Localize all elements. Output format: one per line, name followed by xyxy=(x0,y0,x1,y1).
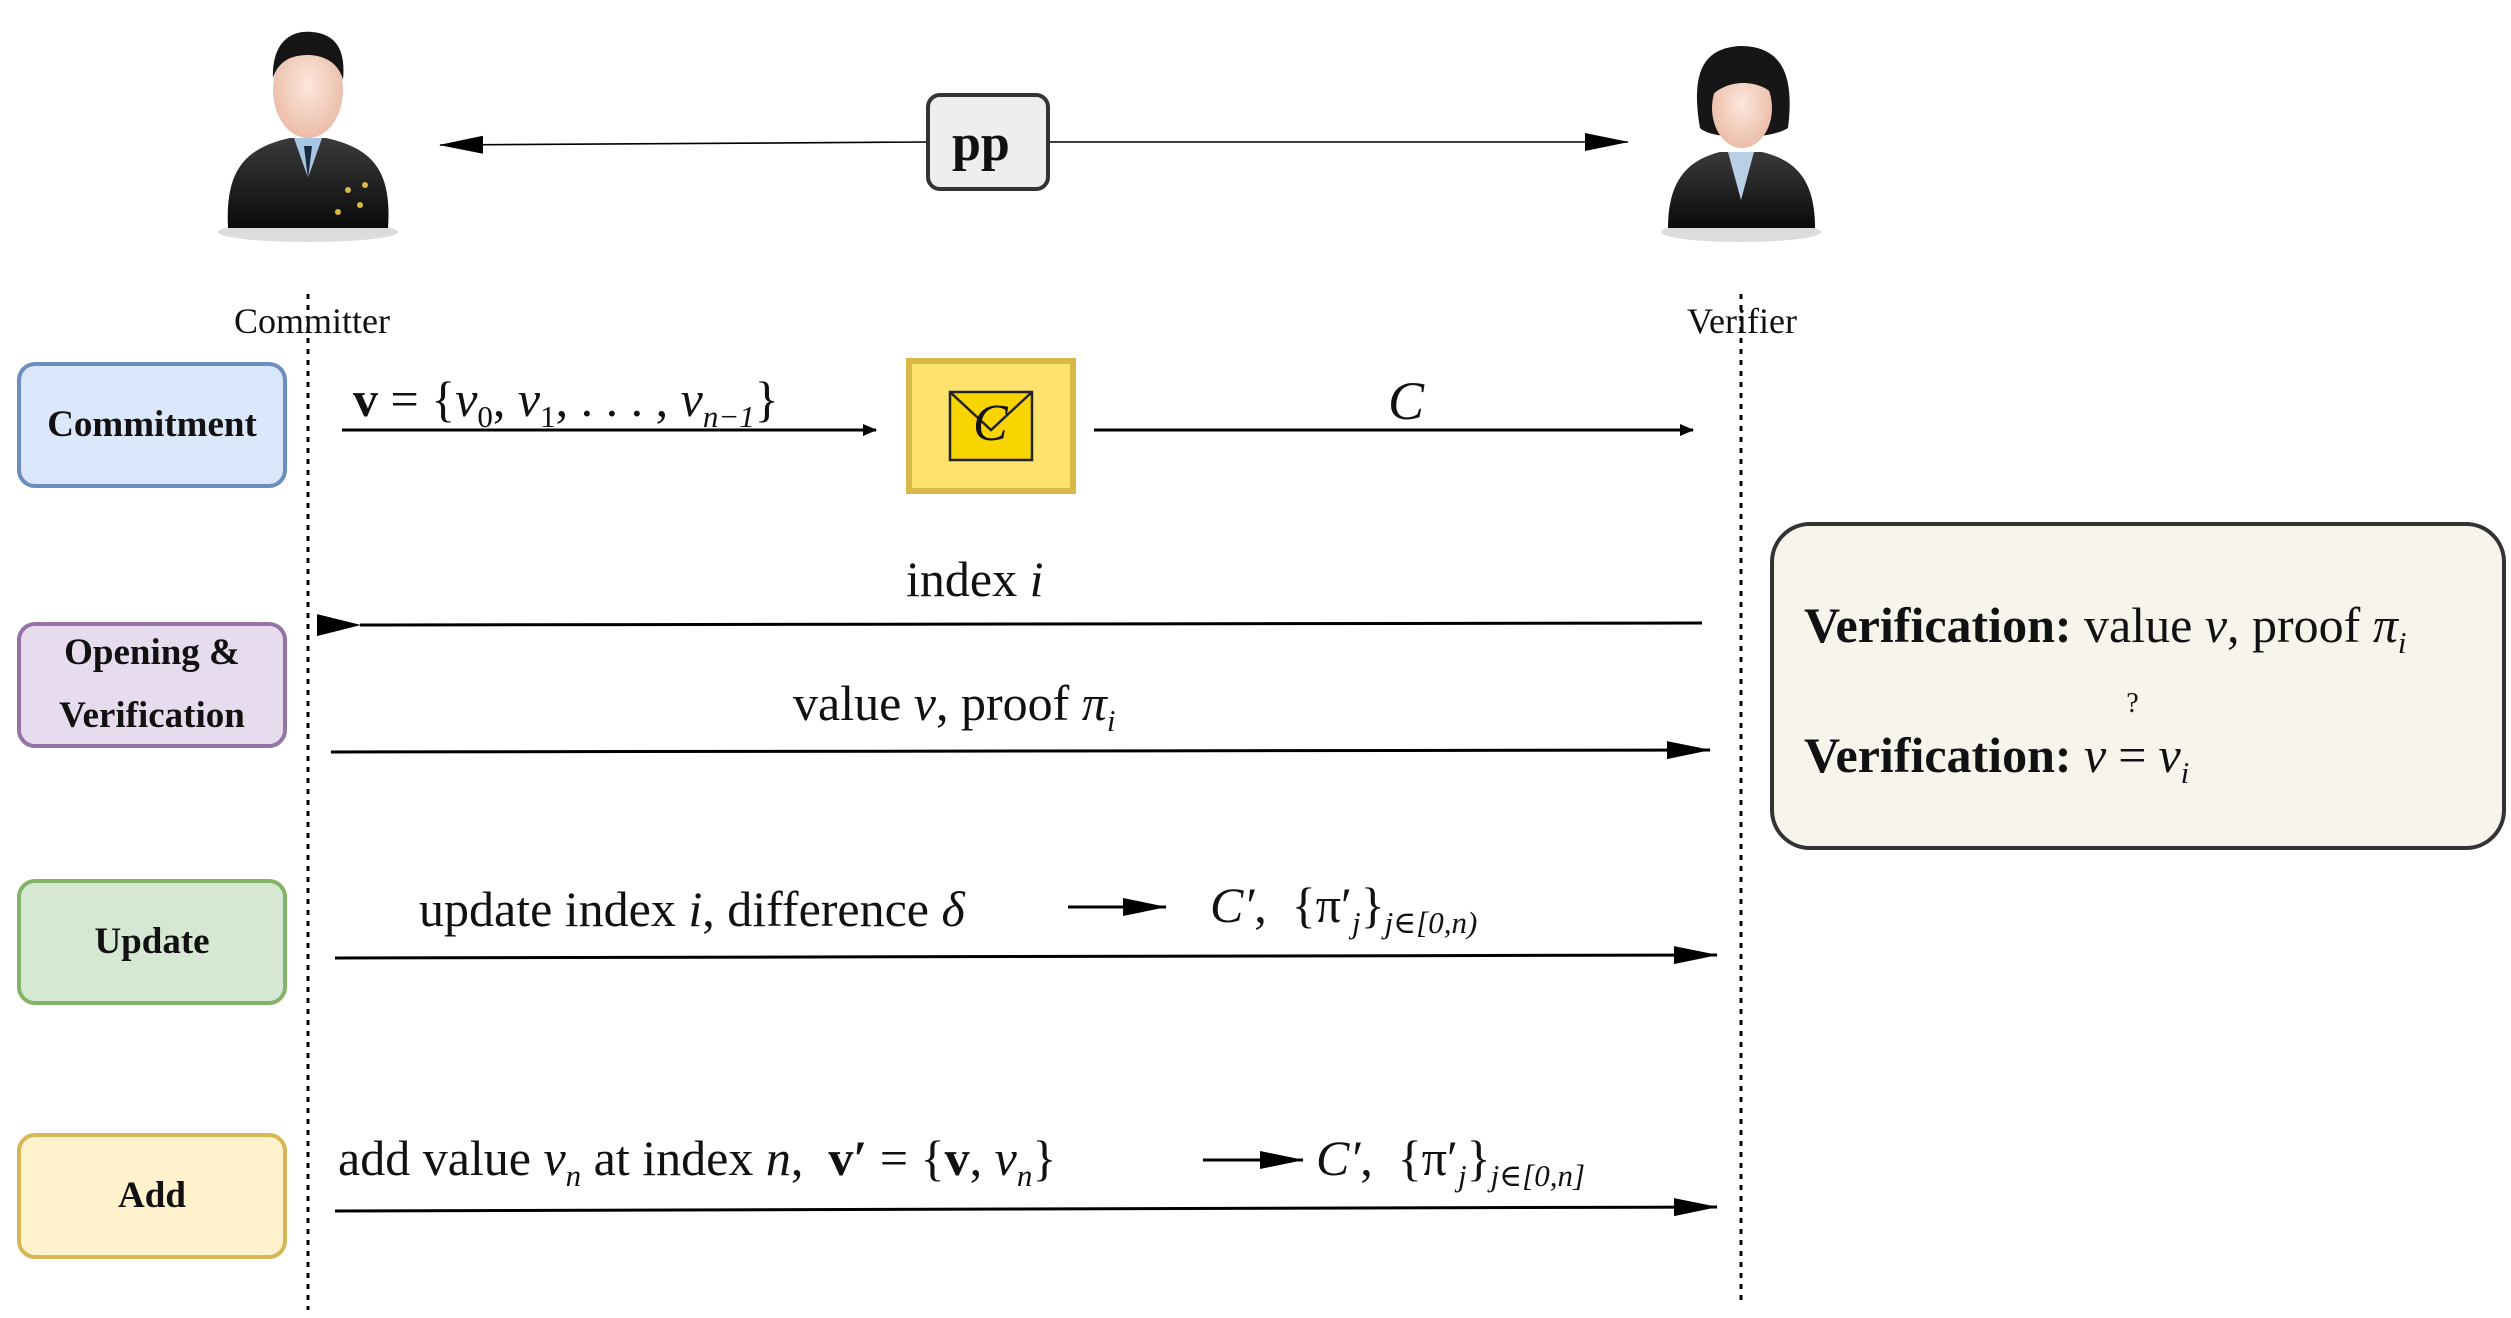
pp-box xyxy=(926,93,1050,191)
add-arrow xyxy=(334,1198,1718,1217)
index-request-label: index i xyxy=(906,551,1044,607)
index-request-arrow xyxy=(316,614,1703,637)
pp-label: pp xyxy=(952,115,1010,172)
verification-panel: Verification: value v, proof πi Verifica… xyxy=(1770,522,2506,850)
update-result-label: C′, {π′j}j∈[0,n) xyxy=(1210,877,1478,940)
commit-input-label: v = {v0, v1, . . . , vn−1} xyxy=(353,371,779,434)
phase-opening-verification: Opening & Verification xyxy=(17,622,287,748)
commitment-output-label: C xyxy=(1388,371,1425,431)
add-request-label: add value vn at index n, v′ = {v, vn} xyxy=(338,1130,1057,1193)
committer-label: Committer xyxy=(234,301,390,341)
envelope-commitment-symbol: C xyxy=(973,395,1008,452)
phase-add: Add xyxy=(17,1133,287,1259)
businessman-avatar-icon xyxy=(218,31,398,242)
verification-proof-line: Verification: value v, proof πi xyxy=(1804,597,2407,660)
phase-update: Update xyxy=(17,879,287,1005)
update-arrow xyxy=(334,946,1718,965)
update-request-label: update index i, difference δ xyxy=(419,881,965,937)
verification-equality-line: Verification: v?=vi xyxy=(1804,688,2190,790)
businesswoman-avatar-icon xyxy=(1661,46,1821,242)
add-result-label: C′, {π′j}j∈[0,n] xyxy=(1316,1130,1586,1193)
open-reply-arrow xyxy=(330,741,1711,760)
sealed-envelope-icon xyxy=(906,358,1076,494)
phase-commitment: Commitment xyxy=(17,362,287,488)
open-reply-label: value v, proof πi xyxy=(793,675,1116,738)
verifier-label: Verifier xyxy=(1687,301,1797,341)
pp-arrow-to-committer xyxy=(439,135,929,154)
